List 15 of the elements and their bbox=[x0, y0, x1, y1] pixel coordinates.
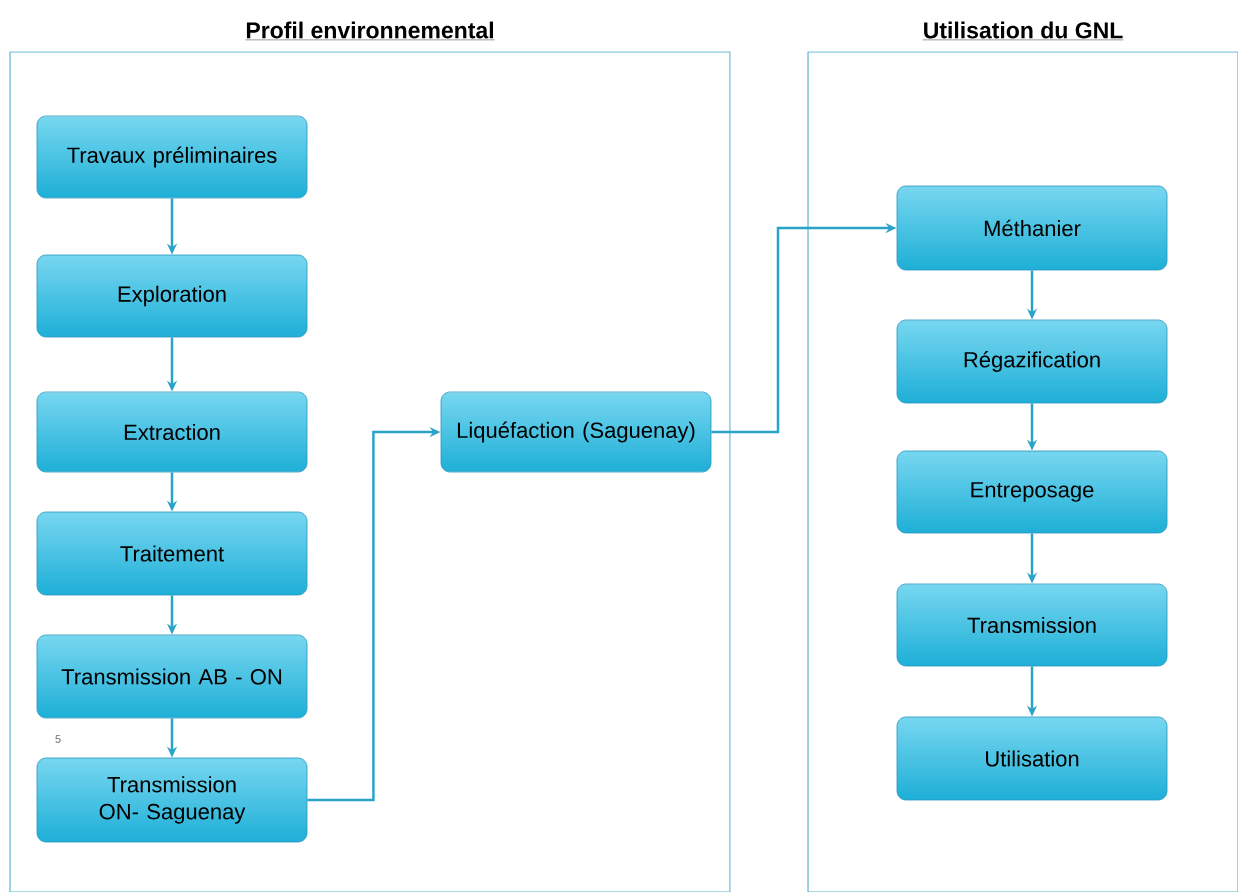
process-box: Travaux préliminaires bbox=[36, 115, 308, 199]
node-label: Utilisation du GNL bbox=[924, 21, 1123, 39]
process-box: Extraction bbox=[36, 391, 308, 473]
page-number: 5 bbox=[55, 735, 61, 743]
process-box: Transmission bbox=[896, 583, 1168, 667]
process-box: Traitement bbox=[36, 511, 308, 596]
process-box: Régazification bbox=[896, 319, 1168, 404]
process-box: Transmission AB - ON bbox=[36, 634, 308, 719]
process-box: Méthanier bbox=[896, 185, 1168, 271]
process-box: Utilisation bbox=[896, 716, 1168, 801]
process-box: Exploration bbox=[36, 254, 308, 338]
process-box: Transmission ON- Saguenay bbox=[36, 757, 308, 843]
node-label: Profil environnemental bbox=[246, 21, 493, 39]
process-box: Liquéfaction (Saguenay) bbox=[440, 391, 712, 473]
process-box: Entreposage bbox=[896, 450, 1168, 534]
